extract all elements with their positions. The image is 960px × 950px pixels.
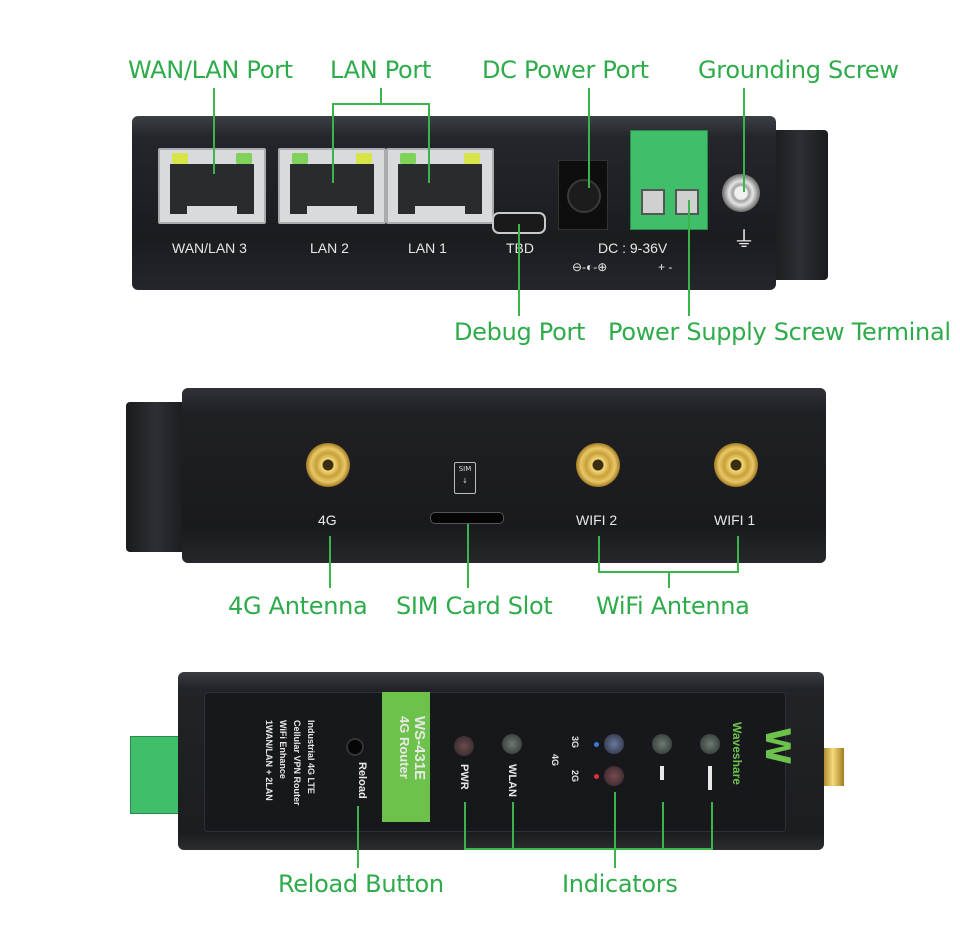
leader-wan: [213, 88, 215, 174]
din-rail-clip-left: [126, 402, 186, 552]
leader-ground: [743, 88, 745, 192]
brand-name: Waveshare: [730, 722, 744, 785]
callout-wifi-antenna: WiFi Antenna: [596, 592, 750, 620]
callout-indicators: Indicators: [562, 870, 678, 898]
wan-lan3-label: WAN/LAN 3: [172, 240, 247, 256]
signal-indicator-1: [652, 734, 672, 754]
dc-power-jack[interactable]: [558, 160, 608, 230]
wlan-indicator: [502, 734, 522, 754]
lan1-label: LAN 1: [408, 240, 447, 256]
side-antenna-connector: [822, 748, 844, 786]
leader-wifi2: [598, 536, 600, 572]
leader-ind-sig2: [711, 802, 713, 849]
signal-indicator-2: [700, 734, 720, 754]
callout-debug-port: Debug Port: [454, 318, 586, 346]
callout-lan-port: LAN Port: [330, 56, 432, 84]
net-4g-label: 4G: [550, 754, 560, 767]
lan2-led-green: [292, 153, 308, 164]
leader-ind-net: [614, 792, 616, 868]
leader-lan-stem: [380, 88, 382, 104]
callout-sim-card-slot: SIM Card Slot: [396, 592, 553, 620]
leader-wifi1: [737, 536, 739, 572]
feature-line-1: Industrial 4G LTE: [306, 720, 316, 794]
lan1-led-green: [400, 153, 416, 164]
dc-polarity-icon: ⊖-◐-⊕: [572, 260, 608, 274]
net-3g-label: 3G: [570, 736, 580, 749]
net-3g-dot: [594, 742, 599, 747]
leader-sim: [467, 524, 469, 588]
wifi1-label: WIFI 1: [714, 512, 756, 528]
2g-indicator: [604, 766, 624, 786]
3g-indicator: [604, 734, 624, 754]
polarity-label: + -: [658, 260, 673, 274]
wlan-label: WLAN: [506, 764, 518, 797]
router-top-panel: Industrial 4G LTE Cellular VPN Router Wi…: [178, 672, 824, 850]
model-sub: 4G Router: [397, 716, 412, 779]
ground-icon: ⏚: [733, 227, 756, 252]
dc-voltage-label: DC : 9-36V: [598, 240, 668, 256]
router-front-panel: WAN/LAN 3 LAN 2 LAN 1 TBD DC : 9-36V ⊖-◐…: [132, 116, 776, 290]
sim-icon: SIM↓: [454, 462, 476, 494]
router-antenna-panel: 4G SIM↓ WIFI 2 WIFI 1: [182, 388, 826, 563]
callout-wan-lan-port: WAN/LAN Port: [128, 56, 293, 84]
wifi2-label: WIFI 2: [576, 512, 618, 528]
lan1-led-yellow: [464, 153, 480, 164]
feature-line-2: Cellular VPN Router: [292, 720, 302, 806]
leader-lan-bar: [332, 103, 430, 105]
leader-dc: [588, 88, 590, 188]
lan2-led-yellow: [356, 153, 372, 164]
leader-lan1: [428, 103, 430, 183]
net-2g-label: 2G: [570, 770, 580, 783]
lan2-label: LAN 2: [310, 240, 349, 256]
reload-button[interactable]: [346, 738, 364, 756]
signal-bar-1: [660, 766, 664, 780]
wifi2-antenna-connector[interactable]: [576, 443, 620, 487]
pwr-label: PWR: [458, 764, 470, 790]
leader-ind-wlan: [512, 802, 514, 849]
model-name: WS-431E: [411, 716, 428, 781]
wan-led-green: [236, 153, 252, 164]
pwr-indicator: [454, 736, 474, 756]
leader-reload: [357, 806, 359, 868]
callout-power-supply-terminal: Power Supply Screw Terminal: [608, 318, 951, 346]
waveshare-logo: W: [756, 727, 797, 765]
model-label: [382, 692, 430, 822]
din-rail-clip-right: [772, 130, 828, 280]
leader-terminal: [688, 200, 690, 316]
4g-label: 4G: [318, 512, 337, 528]
leader-ind-bar: [464, 848, 713, 850]
leader-lan2: [332, 103, 334, 183]
callout-4g-antenna: 4G Antenna: [228, 592, 368, 620]
feature-line-4: 1WAN/LAN + 2LAN: [264, 720, 274, 801]
grounding-screw[interactable]: [722, 174, 760, 212]
reload-label: Reload: [356, 762, 368, 799]
net-2g-dot: [594, 774, 599, 779]
4g-antenna-connector[interactable]: [306, 443, 350, 487]
lan1-port[interactable]: [386, 148, 494, 224]
sim-card-slot[interactable]: [430, 512, 504, 524]
callout-reload-button: Reload Button: [278, 870, 444, 898]
top-panel-label-area: [204, 692, 786, 832]
leader-ind-pwr: [464, 802, 466, 849]
leader-4g: [329, 536, 331, 588]
leader-wifi-stem: [668, 571, 670, 588]
callout-grounding-screw: Grounding Screw: [698, 56, 899, 84]
leader-debug: [518, 224, 520, 316]
feature-line-3: WiFi Enhance: [278, 720, 288, 779]
signal-bar-2: [708, 766, 712, 790]
tbd-label: TBD: [506, 240, 534, 256]
callout-dc-power-port: DC Power Port: [482, 56, 649, 84]
side-screw-terminal: [130, 736, 182, 814]
power-screw-terminal[interactable]: [630, 130, 708, 230]
leader-ind-sig1: [662, 802, 664, 849]
wifi1-antenna-connector[interactable]: [714, 443, 758, 487]
wan-led-yellow: [172, 153, 188, 164]
wan-lan3-port[interactable]: [158, 148, 266, 224]
